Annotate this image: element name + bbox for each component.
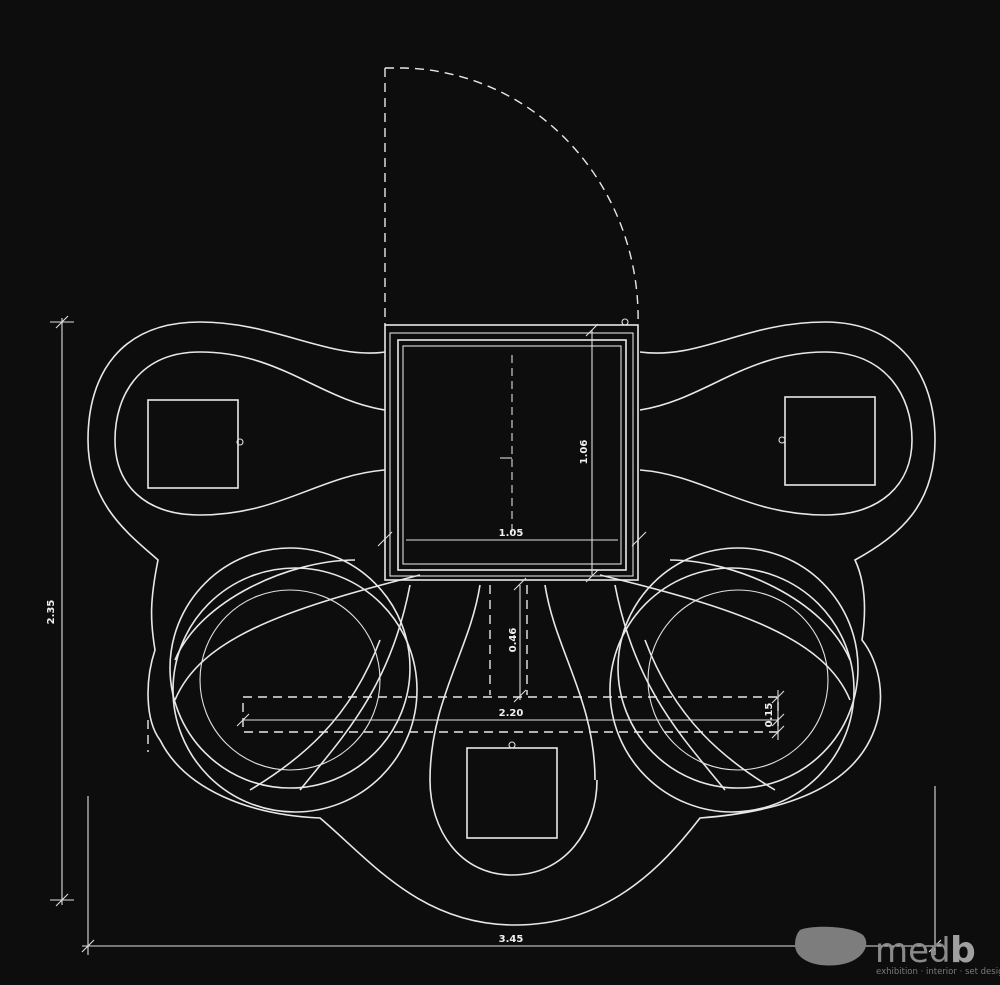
bar-depth-label: 0.15 bbox=[764, 703, 775, 728]
inner-outline bbox=[114, 351, 913, 516]
central-box bbox=[377, 318, 647, 583]
box-height-label: 1.06 bbox=[579, 440, 590, 465]
pod-top-left bbox=[147, 399, 244, 489]
brand-tagline: exhibition · interior · set design bbox=[876, 967, 1000, 977]
pod-lower-left bbox=[169, 547, 421, 813]
door-swing bbox=[384, 67, 639, 326]
bar-length-label: 2.20 bbox=[499, 708, 524, 719]
logo-wordmark: med bbox=[875, 931, 951, 971]
pod-lower-right bbox=[599, 547, 859, 813]
outer-outline bbox=[87, 321, 936, 926]
brand-logo: med b exhibition · interior · set design bbox=[795, 926, 1000, 977]
logo-pebble-mark bbox=[795, 926, 867, 966]
pod-top-right bbox=[778, 396, 876, 486]
box-width-label: 1.05 bbox=[499, 528, 524, 539]
height-dimension bbox=[50, 315, 149, 907]
logo-wordmark-bold: b bbox=[950, 930, 976, 971]
stem bbox=[489, 577, 528, 703]
stem-length-label: 0.46 bbox=[508, 628, 519, 653]
total-width-label: 3.45 bbox=[499, 934, 524, 945]
total-height-label: 2.35 bbox=[46, 600, 57, 625]
horizontal-bar bbox=[236, 690, 785, 740]
pod-bottom bbox=[429, 584, 598, 876]
